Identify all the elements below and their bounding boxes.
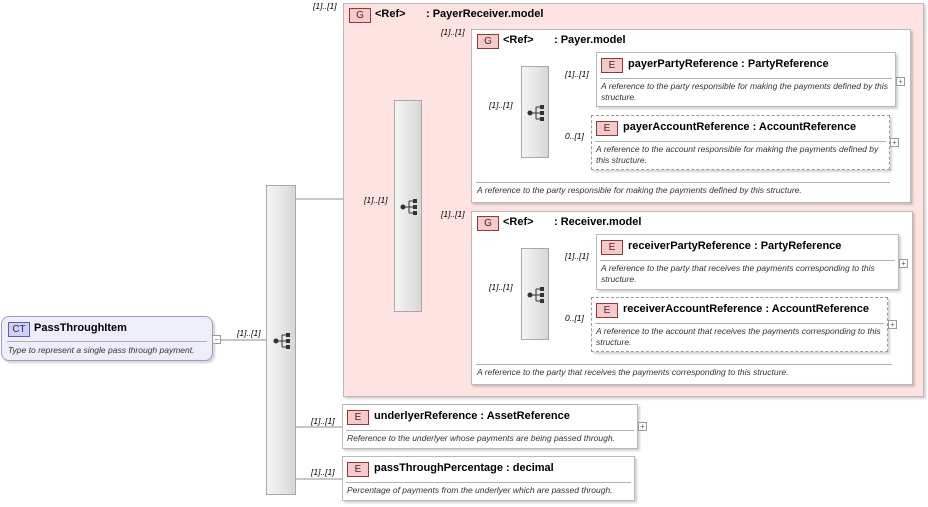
cardinality-label: 0..[1] — [565, 131, 584, 141]
element-description: A reference to the account responsible f… — [596, 144, 879, 165]
element-badge: E — [601, 240, 623, 255]
group-badge: G — [477, 216, 499, 231]
expand-icon[interactable]: + — [899, 259, 908, 268]
cardinality-label: [1]..[1] — [441, 209, 465, 219]
element-type: : AssetReference — [480, 410, 570, 422]
sequence-icon — [527, 287, 544, 303]
group-name: : Receiver.model — [554, 216, 642, 228]
element-name: underlyerReference — [374, 410, 478, 422]
cardinality-label: [1]..[1] — [237, 328, 261, 338]
element-pass-through-percentage[interactable]: E passThroughPercentage : decimal Percen… — [342, 456, 635, 501]
separator — [476, 182, 890, 183]
group-description: A reference to the party that receives t… — [477, 367, 789, 377]
element-name: receiverAccountReference — [623, 303, 763, 315]
cardinality-label: [1]..[1] — [565, 251, 589, 261]
expand-icon[interactable]: + — [888, 320, 897, 329]
cardinality-label: [1]..[1] — [441, 27, 465, 37]
separator — [7, 341, 207, 342]
complex-type-badge: CT — [8, 322, 30, 337]
element-type: : AccountReference — [752, 121, 857, 133]
element-name: payerAccountReference — [623, 121, 750, 133]
separator — [600, 260, 895, 261]
element-badge: E — [596, 121, 618, 136]
sequence-icon — [527, 105, 544, 121]
group-badge: G — [349, 8, 371, 23]
element-type: : PartyReference — [741, 58, 829, 70]
element-badge: E — [601, 58, 623, 73]
sequence-icon — [273, 333, 290, 349]
element-description: Reference to the underlyer whose payment… — [347, 433, 615, 443]
element-underlyer-reference[interactable]: E underlyerReference : AssetReference Re… — [342, 404, 638, 449]
sequence-icon — [400, 199, 417, 215]
element-type: : decimal — [506, 462, 554, 474]
element-name-row: receiverAccountReference : AccountRefere… — [623, 303, 869, 315]
element-badge: E — [347, 410, 369, 425]
separator — [595, 323, 884, 324]
separator — [346, 482, 631, 483]
element-description: Percentage of payments from the underlye… — [347, 485, 613, 495]
group-description: A reference to the party responsible for… — [477, 185, 802, 195]
sequence-compositor[interactable] — [266, 185, 296, 495]
cardinality-label: [1]..[1] — [489, 100, 513, 110]
complex-type-name: PassThroughItem — [34, 322, 127, 334]
collapse-icon[interactable]: − — [212, 335, 221, 344]
group-name: : Payer.model — [554, 34, 626, 46]
group-ref-label: <Ref> — [503, 34, 534, 46]
element-name: payerPartyReference — [628, 58, 739, 70]
element-receiver-party-reference[interactable]: E receiverPartyReference : PartyReferenc… — [596, 234, 899, 290]
cardinality-label: 0..[1] — [565, 313, 584, 323]
cardinality-label: [1]..[1] — [311, 416, 335, 426]
group-name: : PayerReceiver.model — [426, 8, 544, 20]
element-name-row: underlyerReference : AssetReference — [374, 410, 570, 422]
cardinality-label: [1]..[1] — [364, 195, 388, 205]
element-name-row: payerAccountReference : AccountReference — [623, 121, 856, 133]
element-name-row: payerPartyReference : PartyReference — [628, 58, 829, 70]
cardinality-label: [1]..[1] — [489, 282, 513, 292]
sequence-compositor[interactable] — [521, 248, 549, 340]
complex-type-box[interactable]: CT PassThroughItem Type to represent a s… — [1, 316, 213, 361]
expand-icon[interactable]: + — [890, 138, 899, 147]
cardinality-label: [1]..[1] — [565, 69, 589, 79]
element-name-row: passThroughPercentage : decimal — [374, 462, 554, 474]
cardinality-label: [1]..[1] — [313, 1, 337, 11]
separator — [600, 78, 892, 79]
element-badge: E — [347, 462, 369, 477]
element-type: : AccountReference — [765, 303, 869, 315]
cardinality-label: [1]..[1] — [311, 467, 335, 477]
group-ref-label: <Ref> — [503, 216, 534, 228]
expand-icon[interactable]: + — [896, 77, 905, 86]
element-description: A reference to the party responsible for… — [601, 81, 888, 102]
element-payer-party-reference[interactable]: E payerPartyReference : PartyReference A… — [596, 52, 896, 107]
sequence-compositor[interactable] — [394, 100, 422, 312]
element-payer-account-reference[interactable]: E payerAccountReference : AccountReferen… — [591, 115, 890, 170]
group-badge: G — [477, 34, 499, 49]
element-type: : PartyReference — [753, 240, 842, 252]
element-name-row: receiverPartyReference : PartyReference — [628, 240, 841, 252]
separator — [476, 364, 892, 365]
element-description: A reference to the party that receives t… — [601, 263, 875, 284]
expand-icon[interactable]: + — [638, 422, 647, 431]
complex-type-description: Type to represent a single pass through … — [8, 345, 195, 355]
element-receiver-account-reference[interactable]: E receiverAccountReference : AccountRefe… — [591, 297, 888, 352]
element-name: passThroughPercentage — [374, 462, 503, 474]
element-name: receiverPartyReference — [628, 240, 751, 252]
separator — [346, 430, 634, 431]
element-description: A reference to the account that receives… — [596, 326, 881, 347]
element-badge: E — [596, 303, 618, 318]
sequence-compositor[interactable] — [521, 66, 549, 158]
group-ref-label: <Ref> — [375, 8, 406, 20]
separator — [595, 141, 886, 142]
